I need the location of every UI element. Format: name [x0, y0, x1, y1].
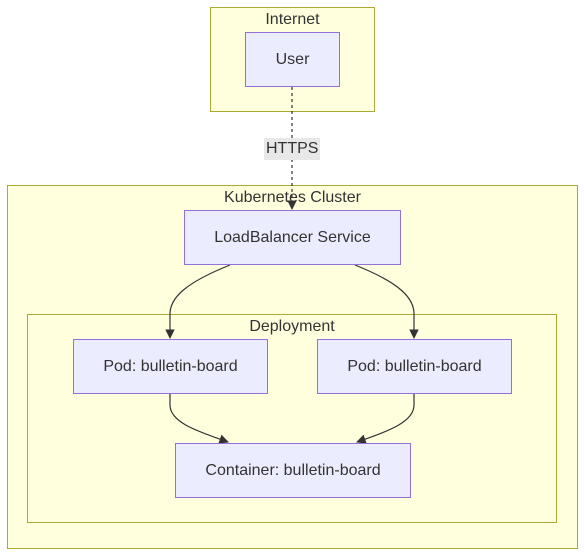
user-node[interactable]: User — [245, 32, 340, 87]
container-node[interactable]: Container: bulletin-board — [175, 443, 411, 498]
user-node-label: User — [275, 50, 310, 68]
container-node-label: Container: bulletin-board — [205, 461, 381, 479]
edge-loadbalancer-to-pod-1 — [165, 264, 231, 339]
pod-node-2[interactable]: Pod: bulletin-board — [317, 339, 512, 394]
edge-loadbalancer-to-pod-2 — [354, 264, 419, 339]
pod-node-1[interactable]: Pod: bulletin-board — [73, 339, 268, 394]
edge-label-https: HTTPS — [264, 138, 321, 160]
pod-node-1-label: Pod: bulletin-board — [103, 357, 238, 375]
edge-pod-2-to-container — [356, 394, 415, 444]
deployment-cluster-label: Deployment — [249, 318, 335, 335]
edge-pod-1-to-container — [169, 394, 229, 444]
loadbalancer-service-node-label: LoadBalancer Service — [214, 228, 371, 246]
internet-cluster-label: Internet — [265, 11, 320, 28]
loadbalancer-service-node[interactable]: LoadBalancer Service — [184, 210, 401, 265]
pod-node-2-label: Pod: bulletin-board — [347, 357, 482, 375]
